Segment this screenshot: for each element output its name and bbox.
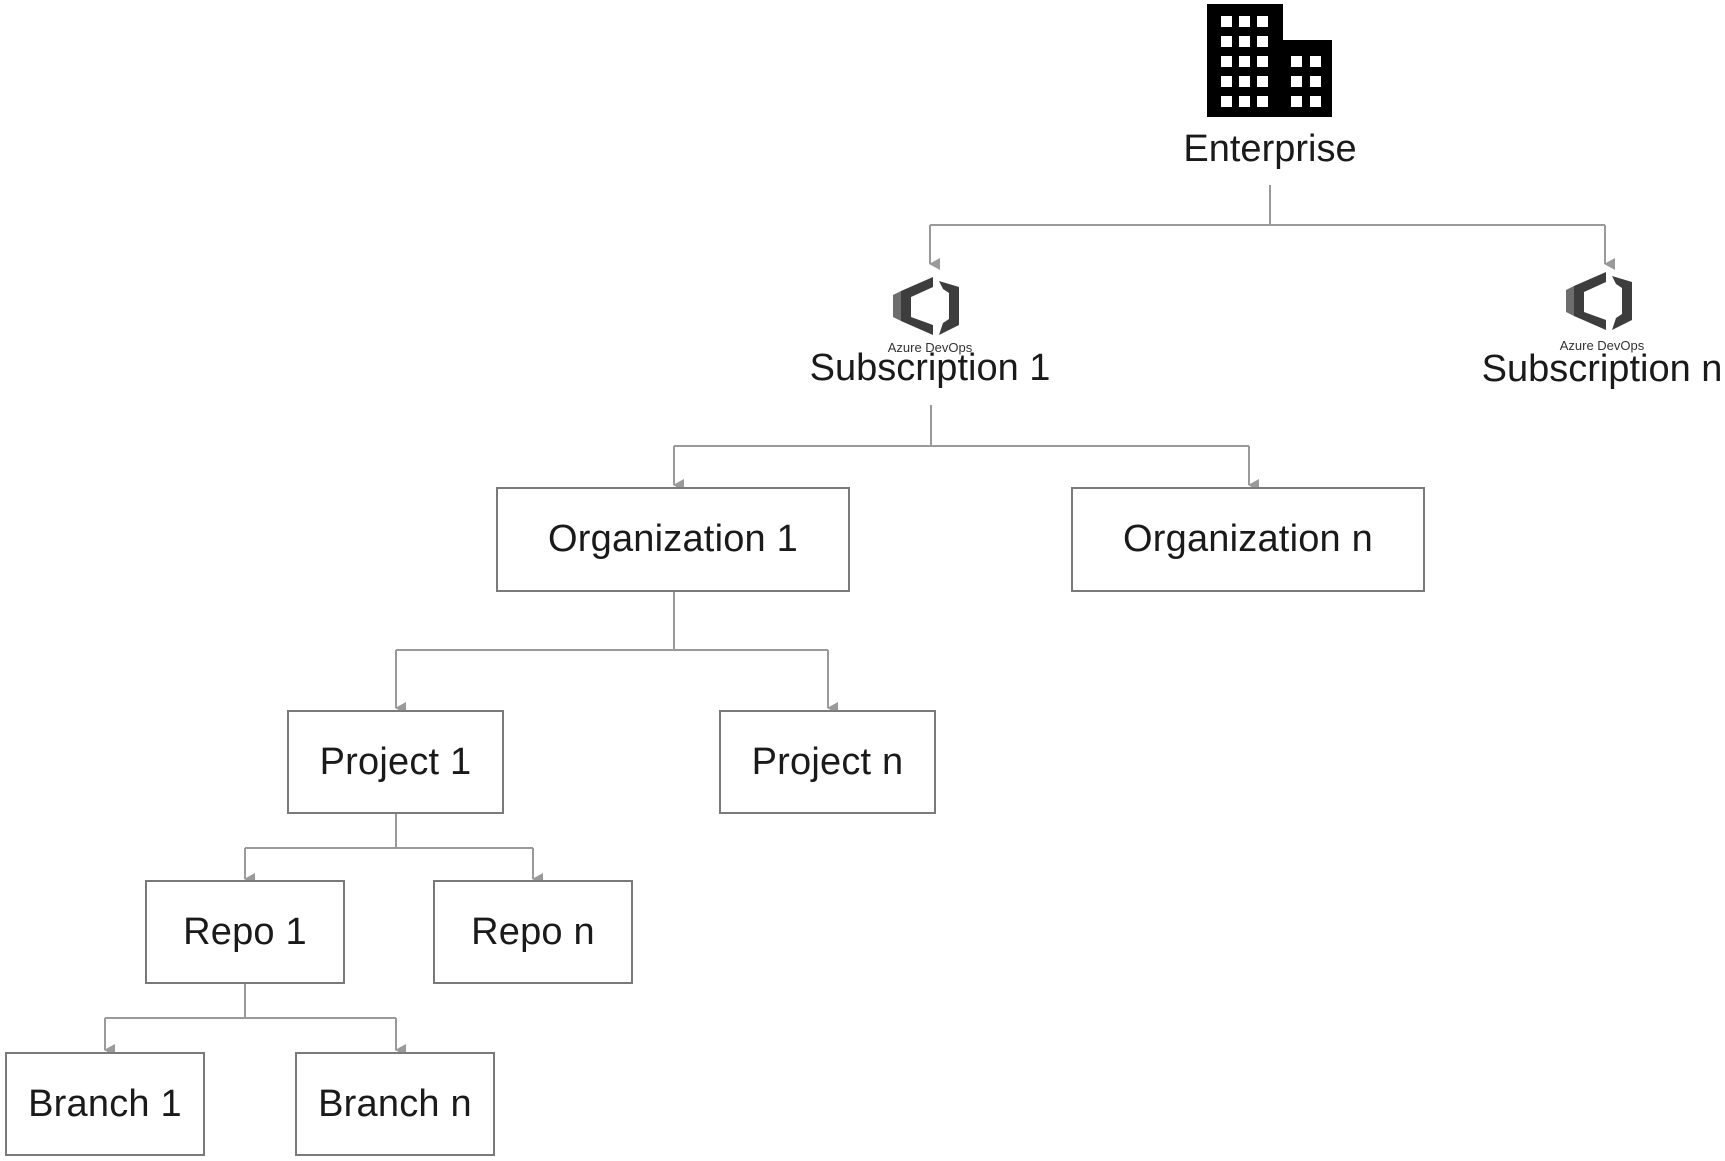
organization-1-box: Organization 1 [496,487,850,592]
enterprise-label: Enterprise [1183,128,1357,170]
organization-n-box: Organization n [1071,487,1425,592]
branch-n-label: Branch n [318,1082,472,1125]
project-1-label: Project 1 [319,740,472,783]
building-icon [1207,4,1332,117]
repo-1-label: Repo 1 [183,910,307,953]
subscription-n-label: Subscription n [1481,348,1723,390]
azure-devops-icon [893,277,959,335]
project-n-box: Project n [719,710,936,814]
azure-devops-caption: Azure DevOps [887,340,973,355]
azure-devops-caption: Azure DevOps [1559,338,1645,353]
azure-devops-icon [1566,272,1632,330]
branch-1-label: Branch 1 [28,1082,182,1125]
repo-n-label: Repo n [471,910,595,953]
project-1-box: Project 1 [287,710,504,814]
organization-1-label: Organization 1 [548,518,798,560]
project-n-label: Project n [751,740,904,783]
repo-1-box: Repo 1 [145,880,345,984]
branch-1-box: Branch 1 [5,1052,205,1156]
branch-n-box: Branch n [295,1052,495,1156]
subscription-1-label: Subscription 1 [809,347,1051,389]
organization-n-label: Organization n [1123,518,1373,560]
repo-n-box: Repo n [433,880,633,984]
